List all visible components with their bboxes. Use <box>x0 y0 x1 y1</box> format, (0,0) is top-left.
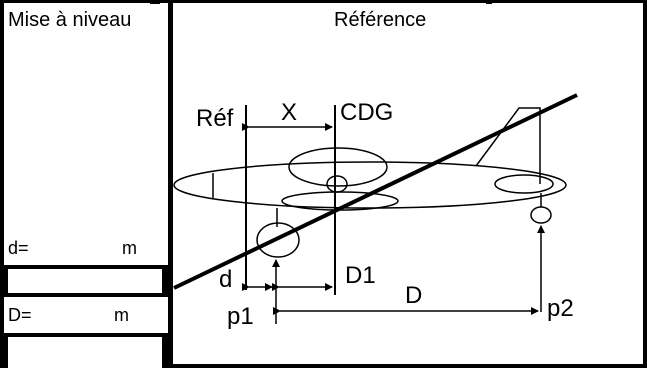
d1-label: D1 <box>345 262 376 289</box>
tail-fin <box>475 107 541 184</box>
sidebar-divider <box>168 0 173 368</box>
small-d-input[interactable] <box>4 265 168 297</box>
small-d-unit: m <box>122 238 137 258</box>
p2-label: p2 <box>547 295 574 322</box>
wing-ellipse <box>173 161 567 209</box>
ref-label: Réf <box>196 105 234 132</box>
big-d-unit: m <box>114 305 129 325</box>
reference-diagonal <box>173 93 578 290</box>
top-border-mark <box>486 0 492 4</box>
reference-title: Référence <box>334 9 427 31</box>
tail-wheel <box>530 206 552 224</box>
cdg-label: CDG <box>340 99 393 126</box>
big-d-label: D= <box>8 305 32 325</box>
mode-title: Mise à niveau <box>8 9 132 31</box>
tailplane-ellipse <box>494 174 554 194</box>
top-border-mark <box>150 0 160 4</box>
x-label: X <box>281 99 297 126</box>
big-d-label: D <box>405 282 422 309</box>
cdg-marker-circle <box>326 175 348 193</box>
main-wheel <box>256 222 300 258</box>
p1-label: p1 <box>227 303 254 330</box>
small-d-label: d= <box>8 238 29 258</box>
cockpit-ellipse <box>288 147 388 187</box>
d-label: d <box>219 266 232 293</box>
big-d-input[interactable] <box>4 333 168 368</box>
